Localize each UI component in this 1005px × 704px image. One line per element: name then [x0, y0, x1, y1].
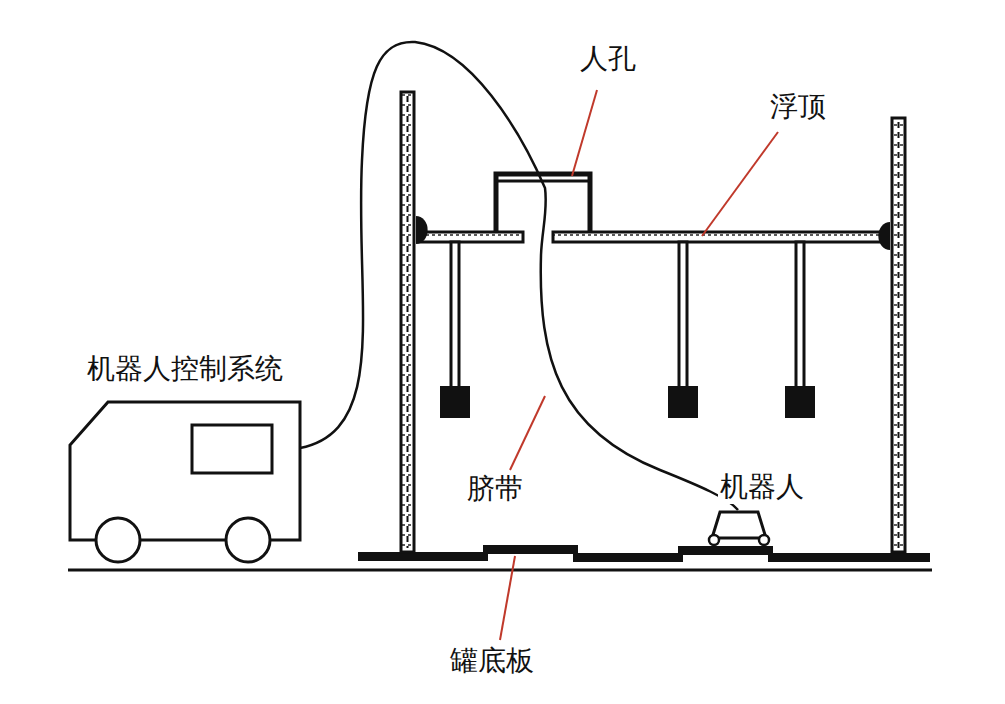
part-label: 脐带	[465, 472, 525, 506]
part-label: 浮顶	[768, 90, 828, 124]
part-label: 人孔	[578, 42, 638, 76]
part-label: 罐底板	[448, 644, 536, 678]
part-label: 机器人	[718, 470, 806, 504]
part-label: 机器人控制系统	[85, 352, 285, 386]
